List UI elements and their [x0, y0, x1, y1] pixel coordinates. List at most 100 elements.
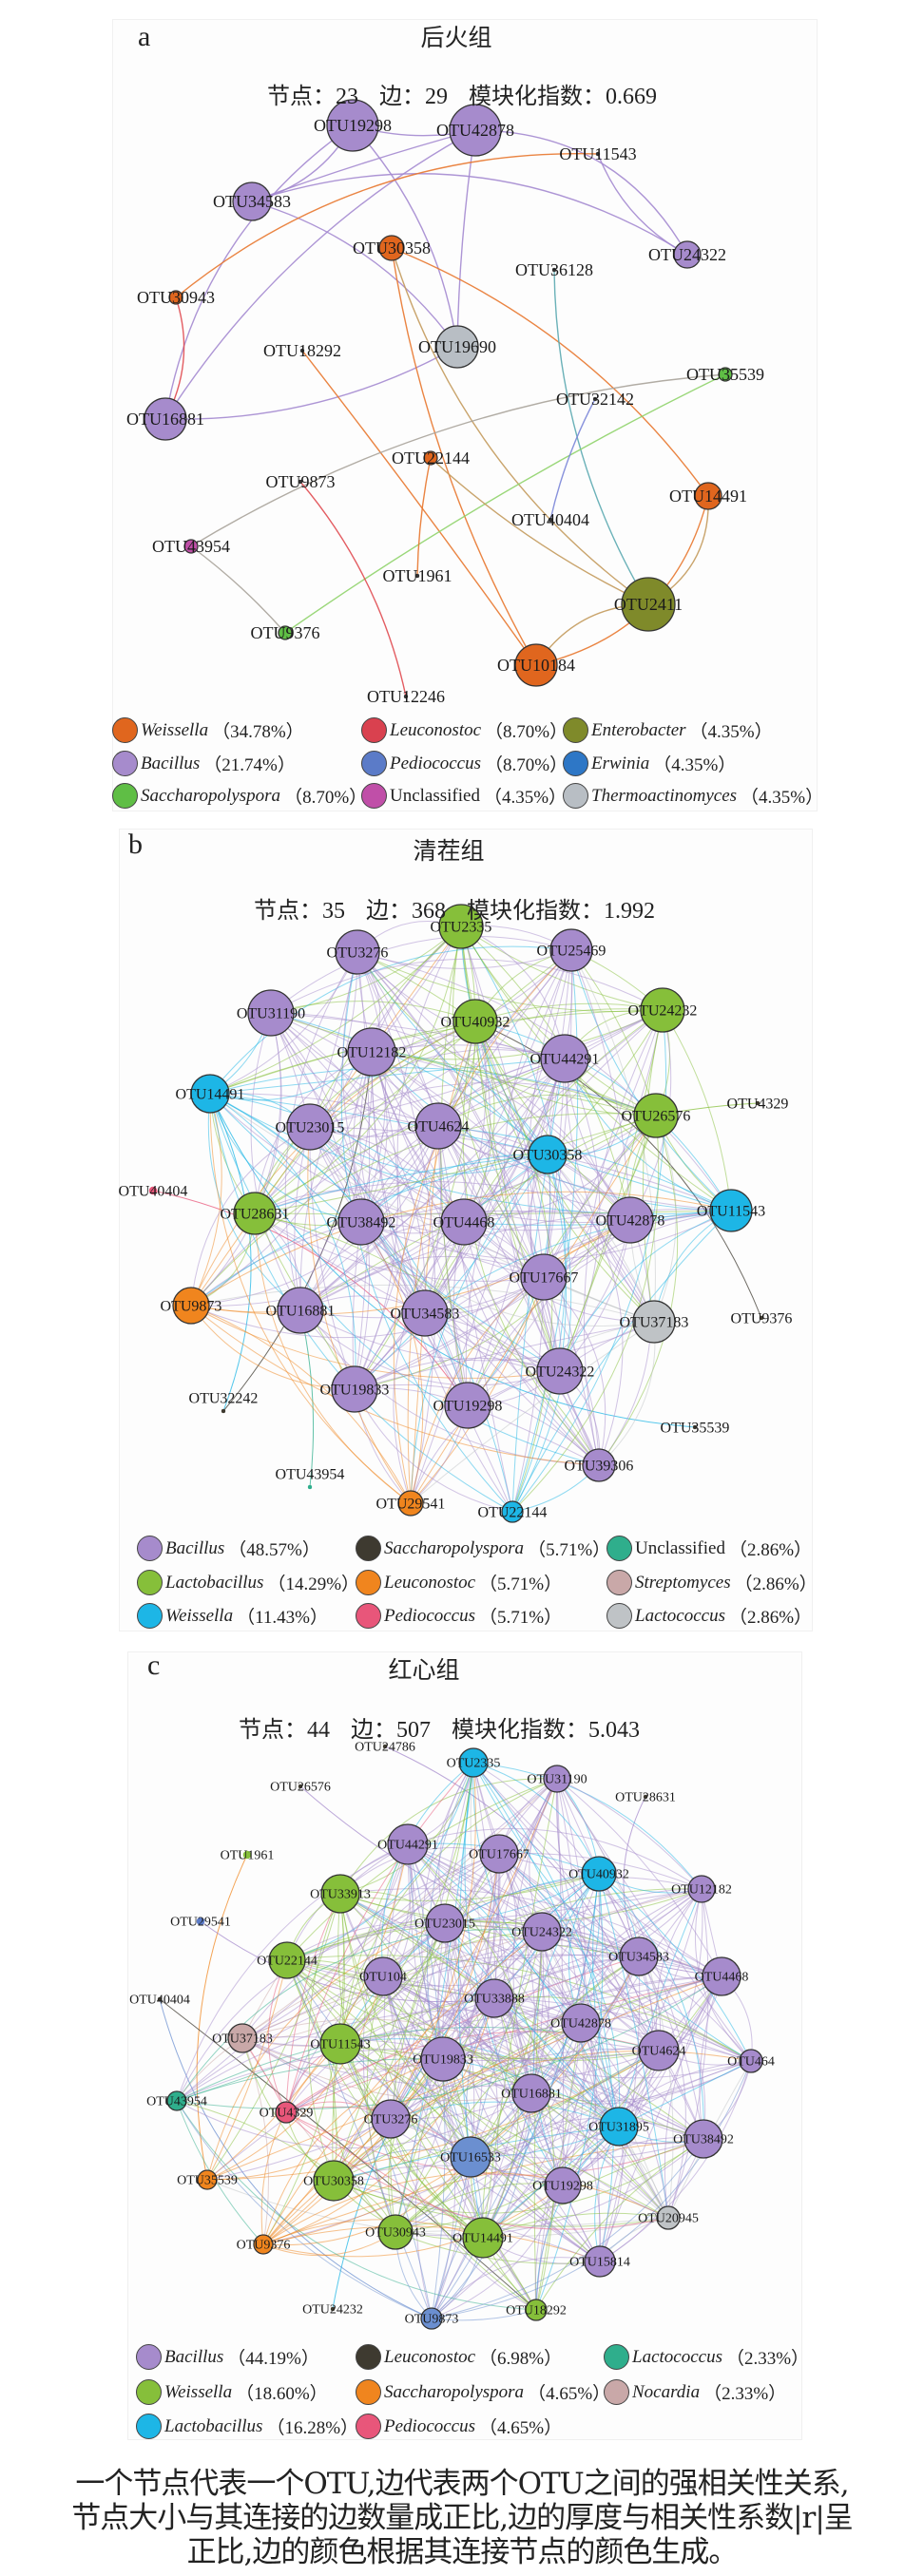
- network-node[interactable]: [582, 1448, 616, 1482]
- network-node[interactable]: [633, 1093, 679, 1138]
- network-node[interactable]: [144, 397, 187, 441]
- network-node[interactable]: [326, 99, 379, 152]
- network-node[interactable]: [435, 325, 479, 369]
- network-node[interactable]: [414, 573, 420, 579]
- network-node[interactable]: [643, 1794, 648, 1800]
- network-node[interactable]: [656, 2205, 681, 2230]
- network-node[interactable]: [440, 1198, 488, 1246]
- network-node[interactable]: [621, 577, 676, 632]
- network-node[interactable]: [377, 2214, 414, 2250]
- network-node[interactable]: [331, 1365, 378, 1413]
- network-node[interactable]: [298, 1784, 303, 1789]
- network-node[interactable]: [462, 2217, 504, 2259]
- network-node[interactable]: [619, 1937, 659, 1976]
- network-node[interactable]: [298, 479, 303, 485]
- network-node[interactable]: [702, 1956, 741, 1996]
- network-node[interactable]: [371, 2099, 411, 2139]
- network-node[interactable]: [511, 2073, 551, 2113]
- network-node[interactable]: [157, 1996, 163, 2002]
- network-node[interactable]: [286, 1103, 334, 1151]
- network-node[interactable]: [687, 1875, 716, 1903]
- network-node[interactable]: [549, 928, 593, 972]
- network-node[interactable]: [268, 1941, 306, 1979]
- network-node[interactable]: [551, 267, 557, 273]
- network-node[interactable]: [694, 482, 722, 510]
- network-node[interactable]: [673, 240, 702, 269]
- network-node[interactable]: [544, 2166, 582, 2204]
- network-node[interactable]: [528, 1135, 568, 1174]
- network-node[interactable]: [414, 1102, 462, 1150]
- network-node[interactable]: [330, 2306, 336, 2312]
- network-node[interactable]: [335, 929, 380, 975]
- network-node[interactable]: [197, 2169, 218, 2190]
- network-node[interactable]: [755, 1100, 760, 1106]
- network-node[interactable]: [401, 1289, 449, 1337]
- network-node[interactable]: [253, 2234, 274, 2255]
- network-node[interactable]: [299, 348, 305, 353]
- network-node[interactable]: [520, 1253, 568, 1301]
- network-node[interactable]: [543, 1765, 571, 1793]
- network-node[interactable]: [221, 1408, 226, 1414]
- network-node[interactable]: [718, 367, 733, 382]
- network-node[interactable]: [581, 1856, 617, 1892]
- network-node[interactable]: [190, 1074, 230, 1114]
- network-node[interactable]: [640, 987, 685, 1033]
- network-node[interactable]: [592, 396, 598, 402]
- network-node[interactable]: [242, 1850, 252, 1860]
- network-node[interactable]: [387, 1823, 429, 1865]
- network-node[interactable]: [599, 2107, 639, 2147]
- network-node[interactable]: [536, 1347, 584, 1395]
- network-node[interactable]: [474, 1978, 514, 2018]
- network-node[interactable]: [692, 1424, 698, 1430]
- network-node[interactable]: [378, 235, 405, 261]
- network-node[interactable]: [227, 2023, 258, 2053]
- network-node[interactable]: [683, 2119, 723, 2159]
- network-node[interactable]: [363, 1956, 403, 1996]
- network-node[interactable]: [425, 1903, 465, 1943]
- network-node[interactable]: [525, 2299, 548, 2321]
- network-node[interactable]: [423, 450, 438, 466]
- network-node[interactable]: [277, 1287, 324, 1334]
- network-node[interactable]: [584, 2245, 616, 2278]
- network-node[interactable]: [595, 151, 601, 157]
- network-node[interactable]: [501, 1500, 524, 1523]
- network-node[interactable]: [233, 1192, 277, 1235]
- network-node[interactable]: [739, 2049, 763, 2073]
- network-node[interactable]: [479, 1834, 519, 1874]
- network-node[interactable]: [632, 1300, 676, 1344]
- network-node[interactable]: [320, 1874, 360, 1914]
- network-node[interactable]: [232, 181, 272, 221]
- network-node[interactable]: [540, 1034, 589, 1083]
- network-node[interactable]: [337, 1198, 385, 1246]
- network-node[interactable]: [452, 999, 498, 1044]
- network-node[interactable]: [166, 2090, 187, 2111]
- network-node[interactable]: [307, 1484, 313, 1490]
- network-node[interactable]: [548, 517, 553, 523]
- network-node[interactable]: [759, 1315, 764, 1321]
- network-node[interactable]: [403, 694, 409, 699]
- network-node[interactable]: [275, 2101, 298, 2124]
- network-node[interactable]: [148, 1186, 158, 1195]
- network-node[interactable]: [319, 2023, 361, 2065]
- network-node[interactable]: [420, 2036, 466, 2082]
- network-node[interactable]: [561, 2003, 601, 2043]
- network-node[interactable]: [709, 1189, 753, 1232]
- network-node[interactable]: [196, 1917, 205, 1926]
- network-node[interactable]: [247, 989, 295, 1037]
- network-node[interactable]: [183, 539, 199, 554]
- network-node[interactable]: [420, 2307, 443, 2330]
- network-node[interactable]: [449, 104, 502, 157]
- network-node[interactable]: [450, 2136, 491, 2178]
- network-node[interactable]: [514, 643, 558, 687]
- network-node[interactable]: [444, 1382, 491, 1429]
- network-node[interactable]: [168, 290, 183, 305]
- network-node[interactable]: [606, 1196, 654, 1244]
- network-node[interactable]: [172, 1287, 210, 1325]
- network-node[interactable]: [638, 2030, 680, 2071]
- network-node[interactable]: [347, 1027, 396, 1077]
- network-node[interactable]: [382, 1744, 388, 1749]
- network-node[interactable]: [278, 625, 293, 640]
- network-node[interactable]: [313, 2160, 355, 2202]
- network-node[interactable]: [458, 1747, 489, 1778]
- network-node[interactable]: [397, 1490, 424, 1517]
